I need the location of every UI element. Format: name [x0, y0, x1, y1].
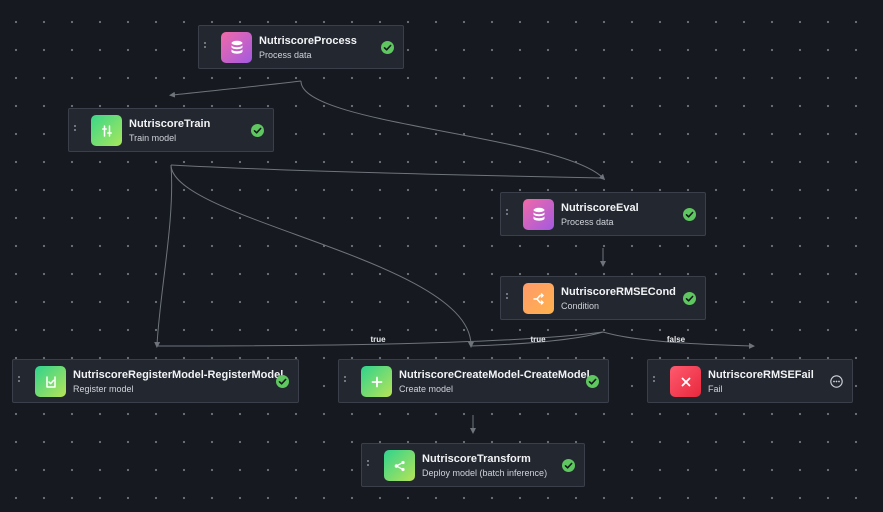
check-circle-icon: [683, 292, 696, 305]
plus-icon: [361, 366, 392, 397]
x-icon: [670, 366, 701, 397]
node-nutriscore-process[interactable]: NutriscoreProcess Process data: [198, 25, 404, 69]
node-title: NutriscoreProcess: [259, 35, 357, 47]
node-nutriscore-transform[interactable]: NutriscoreTransform Deploy model (batch …: [361, 443, 585, 487]
edge-label-true-register: true: [370, 335, 386, 344]
node-subtitle: Process data: [561, 217, 614, 227]
node-nutriscore-create-model[interactable]: NutriscoreCreateModel-CreateModel Create…: [338, 359, 609, 403]
node-subtitle: Process data: [259, 50, 312, 60]
node-title: NutriscoreTrain: [129, 118, 211, 130]
node-title: NutriscoreTransform: [422, 453, 531, 465]
check-circle-icon: [683, 208, 696, 221]
edge-process-eval: [300, 80, 606, 181]
edge-train-create: [170, 164, 474, 348]
node-title: NutriscoreRegisterModel-RegisterModel: [73, 369, 284, 381]
drag-handle-icon[interactable]: [506, 293, 509, 303]
drag-handle-icon[interactable]: [653, 376, 656, 386]
check-circle-icon: [276, 375, 289, 388]
register-icon: [35, 366, 66, 397]
check-circle-icon: [586, 375, 599, 388]
node-nutriscore-eval[interactable]: NutriscoreEval Process data: [500, 192, 706, 236]
not-started-status-icon: [830, 375, 843, 388]
condition-icon: [523, 283, 554, 314]
database-icon: [523, 199, 554, 230]
check-circle-icon: [381, 41, 394, 54]
node-title: NutriscoreCreateModel-CreateModel: [399, 369, 590, 381]
node-subtitle: Register model: [73, 384, 134, 394]
node-title: NutriscoreEval: [561, 202, 639, 214]
deploy-icon: [384, 450, 415, 481]
node-subtitle: Create model: [399, 384, 454, 394]
node-nutriscore-train[interactable]: NutriscoreTrain Train model: [68, 108, 274, 152]
drag-handle-icon[interactable]: [506, 209, 509, 219]
node-nutriscore-register-model[interactable]: NutriscoreRegisterModel-RegisterModel Re…: [12, 359, 299, 403]
node-nutriscore-rmse-cond[interactable]: NutriscoreRMSECond Condition: [500, 276, 706, 320]
check-circle-icon: [562, 459, 575, 472]
check-circle-icon: [251, 124, 264, 137]
node-subtitle: Deploy model (batch inference): [422, 468, 548, 478]
edge-label-true-create: true: [530, 335, 546, 344]
node-title: NutriscoreRMSECond: [561, 286, 676, 298]
node-subtitle: Train model: [129, 133, 177, 143]
drag-handle-icon[interactable]: [204, 42, 207, 52]
node-nutriscore-rmse-fail[interactable]: NutriscoreRMSEFail Fail: [647, 359, 853, 403]
drag-handle-icon[interactable]: [18, 376, 21, 386]
drag-handle-icon[interactable]: [344, 376, 347, 386]
node-subtitle: Fail: [708, 384, 723, 394]
edge-process-train: [169, 80, 302, 98]
drag-handle-icon[interactable]: [74, 125, 77, 135]
node-subtitle: Condition: [561, 301, 600, 311]
node-title: NutriscoreRMSEFail: [708, 369, 814, 381]
drag-handle-icon[interactable]: [367, 460, 370, 470]
edge-train-eval: [170, 164, 604, 179]
edge-train-register: [154, 164, 173, 348]
training-icon: [91, 115, 122, 146]
edge-label-false-fail: false: [666, 335, 686, 344]
database-icon: [221, 32, 252, 63]
